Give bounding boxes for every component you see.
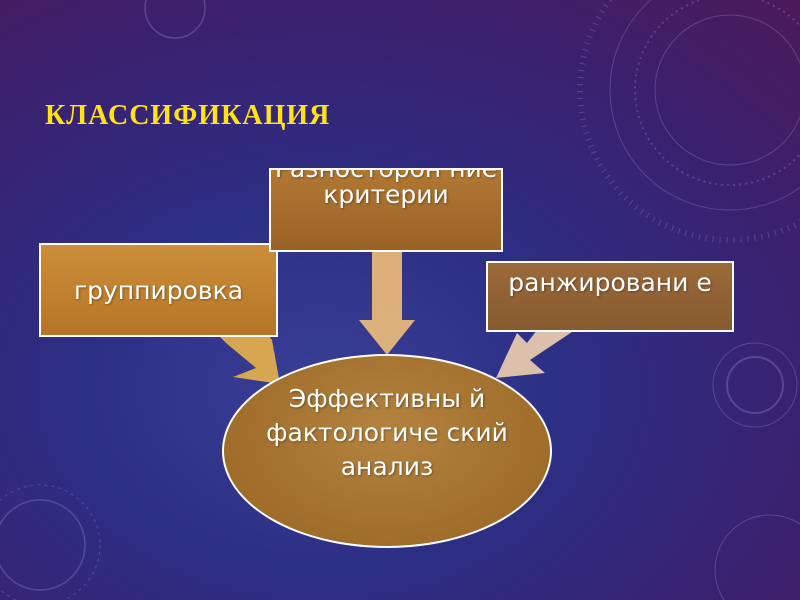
slide-title: КЛАССИФИКАЦИЯ: [45, 100, 331, 131]
box-ranking: ранжировани е: [486, 261, 734, 332]
box-grouping: группировка: [39, 243, 278, 337]
box-grouping-label: группировка: [73, 275, 244, 305]
center-oval: Эффективны й фактологиче ский анализ: [222, 354, 552, 548]
box-criteria: Разносторон ние критерии: [269, 168, 503, 252]
box-criteria-label: Разносторон ние критерии: [274, 168, 498, 209]
arrow-top: [359, 252, 415, 355]
center-oval-label: Эффективны й фактологиче ский анализ: [266, 384, 508, 481]
box-ranking-label: ранжировани е: [508, 268, 712, 297]
